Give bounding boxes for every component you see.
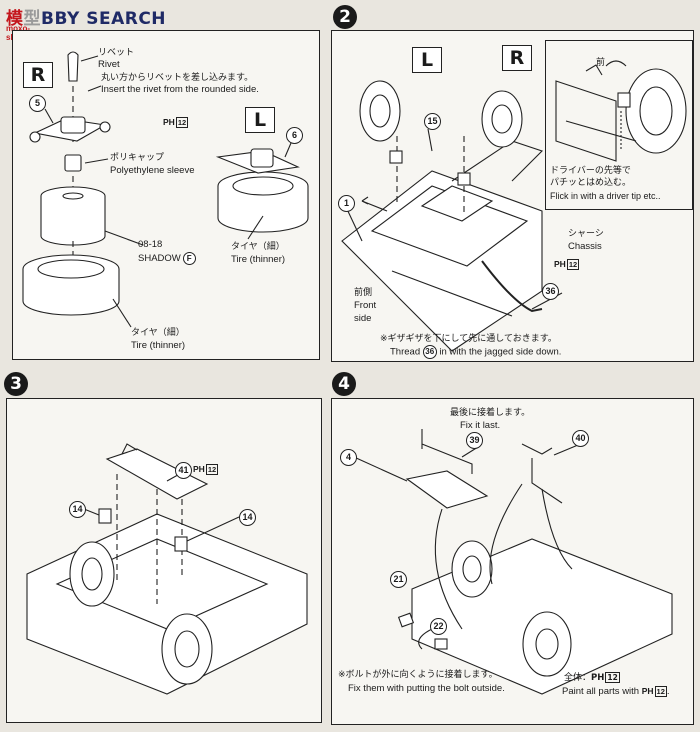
tire-label-jp: タイヤ（細）: [231, 242, 285, 252]
step-1-panel: R L リベット Rivet 丸い方からリベットを差し込みます。 Insert …: [12, 30, 320, 360]
logo-text: BBY SEARCH: [41, 9, 167, 29]
part-5-callout: 5: [29, 95, 46, 112]
flick-note-en: Flick in with a driver tip etc..: [550, 191, 661, 201]
fix-last-note-en: Fix it last.: [460, 420, 501, 431]
left-side-label-box: L: [245, 107, 275, 133]
step-3-number: 3: [4, 372, 28, 396]
paint-all-jp-text: 全体：: [564, 673, 592, 683]
step-2-drawing: [341, 80, 563, 352]
kit-name: SHADOW: [138, 253, 181, 265]
logo-char-b: 型: [23, 9, 41, 29]
step-4-panel: 最後に接着します。 Fix it last. 39 40 4 21 22 ※ボル…: [331, 398, 694, 725]
step-4-drawing: [353, 429, 673, 695]
paint-code-number: 12: [175, 117, 189, 128]
paint-code-prefix: PH: [193, 464, 205, 474]
sleeve-label-jp: ポリキャップ: [110, 153, 165, 163]
part-1-callout: 1: [338, 195, 355, 212]
paint-all-en-code: 12: [654, 686, 667, 697]
bolt-note-jp: ※ボルトが外に向くように接着します。: [338, 670, 498, 680]
front-label-jp: 前側: [354, 288, 373, 298]
inset-front-label: 前: [596, 58, 606, 68]
step-2-number: 2: [333, 5, 357, 29]
part-21-callout: 21: [390, 571, 407, 588]
part-15-callout: 15: [424, 113, 441, 130]
front-label-en: Front: [354, 300, 377, 311]
chassis-label-jp: シャーシ: [568, 229, 604, 239]
part-36-callout: 36: [542, 283, 559, 300]
paint-all-ph-prefix: PH: [591, 673, 605, 683]
paint-code-number: 12: [566, 259, 580, 270]
rivet-label-en: Rivet: [98, 59, 120, 70]
part-6-callout: 6: [286, 127, 303, 144]
flick-note-jp1: ドライバーの先等で: [550, 166, 631, 176]
paint-code-number: 12: [205, 464, 219, 475]
part-40-callout: 40: [572, 430, 589, 447]
thread-note-en-a: Thread: [390, 346, 421, 358]
paint-all-en-text: Paint all parts with: [562, 686, 640, 697]
tire-label-en: Tire (thinner): [231, 254, 286, 265]
left-side-label-box: L: [412, 47, 442, 73]
part-4-callout: 4: [340, 449, 357, 466]
part-22-callout: 22: [430, 618, 447, 635]
insert-note-jp: 丸い方からリベットを差し込みます。: [101, 73, 254, 83]
detail-inset-drawing: [555, 60, 687, 162]
step-4-number: 4: [332, 372, 356, 396]
bolt-note-en: Fix them with putting the bolt outside.: [348, 683, 505, 694]
thread-note-en-b: in with the jagged side down.: [439, 346, 562, 358]
tire2-label-jp: タイヤ（細）: [131, 328, 185, 338]
fix-last-note-jp: 最後に接着します。: [450, 408, 531, 418]
paint-code-prefix: PH: [554, 259, 566, 269]
part-number-label: 08-18: [138, 239, 163, 250]
tire2-label-en: Tire (thinner): [131, 340, 186, 351]
right-side-label-box: R: [502, 45, 532, 71]
logo-char-a: 模: [6, 9, 24, 29]
right-side-label-box: R: [23, 62, 53, 88]
step-3-drawing: [26, 443, 308, 695]
detail-inset: 前 ドライバーの先等で パチッとはめ込む。 Flick in with a dr…: [545, 40, 693, 210]
logo-wordmark: 模型BBY SEARCH: [6, 4, 166, 29]
part-14-callout-left: 14: [69, 501, 86, 518]
sprue-f-tag: F: [182, 252, 196, 265]
flick-note-jp2: パチッとはめ込む。: [550, 178, 632, 188]
sleeve-label-en: Polyethylene sleeve: [110, 165, 195, 176]
insert-note-en: Insert the rivet from the rounded side.: [101, 84, 259, 95]
part-14-callout-right: 14: [239, 509, 256, 526]
chassis-label-en: Chassis: [568, 241, 602, 252]
paint-code-prefix: PH: [163, 117, 175, 127]
step-1-drawing: [22, 51, 309, 328]
rivet-label-jp: リベット: [98, 48, 135, 58]
part-39-callout: 39: [466, 432, 483, 449]
thread-note-jp: ※ギザギザを下にして先に通しておきます。: [380, 334, 557, 344]
paint-all-ph-code: 12: [605, 672, 620, 683]
part-41-callout: 41: [175, 462, 192, 479]
thread-part-callout: 36: [422, 345, 437, 359]
thread-note-en: Thread 36 in with the jagged side down.: [390, 345, 561, 359]
front-label-en2: side: [354, 313, 372, 324]
paint-all-en-prefix: PH: [641, 686, 654, 696]
